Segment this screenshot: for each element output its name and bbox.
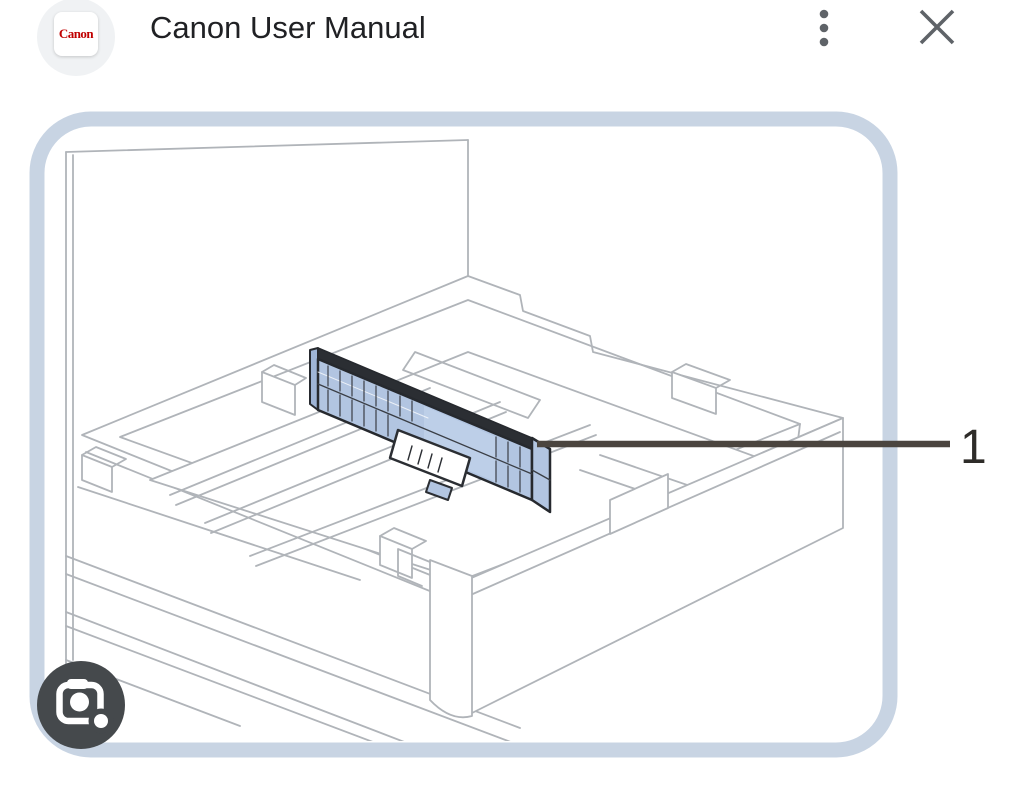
guide-grid (327, 365, 521, 493)
paper-guide-highlight (309, 347, 552, 514)
manual-figure[interactable]: 1 (0, 84, 1024, 796)
lens-search-button[interactable] (37, 661, 125, 749)
canon-logo-text: Canon (58, 26, 94, 41)
close-button[interactable] (913, 0, 961, 56)
slide-rails (65, 486, 521, 741)
callout-label: 1 (960, 421, 987, 474)
canon-logo-badge: Canon (54, 12, 98, 56)
floor-tabs (81, 363, 731, 579)
canon-logo-avatar[interactable]: Canon (37, 0, 115, 76)
front-wall-tab (609, 473, 669, 535)
result-header: Canon Canon User Manual (0, 0, 1024, 92)
back-wall (65, 139, 469, 665)
front-post (429, 559, 473, 719)
close-icon (919, 9, 955, 45)
more-options-icon (819, 9, 829, 47)
floor-bracket (261, 371, 296, 416)
page-title: Canon User Manual (150, 10, 426, 45)
guide-clip (388, 428, 472, 488)
guide-slot (402, 351, 541, 419)
figure-frame (29, 111, 898, 758)
printer-tray-illustration (65, 139, 844, 741)
more-options-button[interactable] (800, 0, 848, 56)
lens-camera-icon (56, 679, 114, 734)
